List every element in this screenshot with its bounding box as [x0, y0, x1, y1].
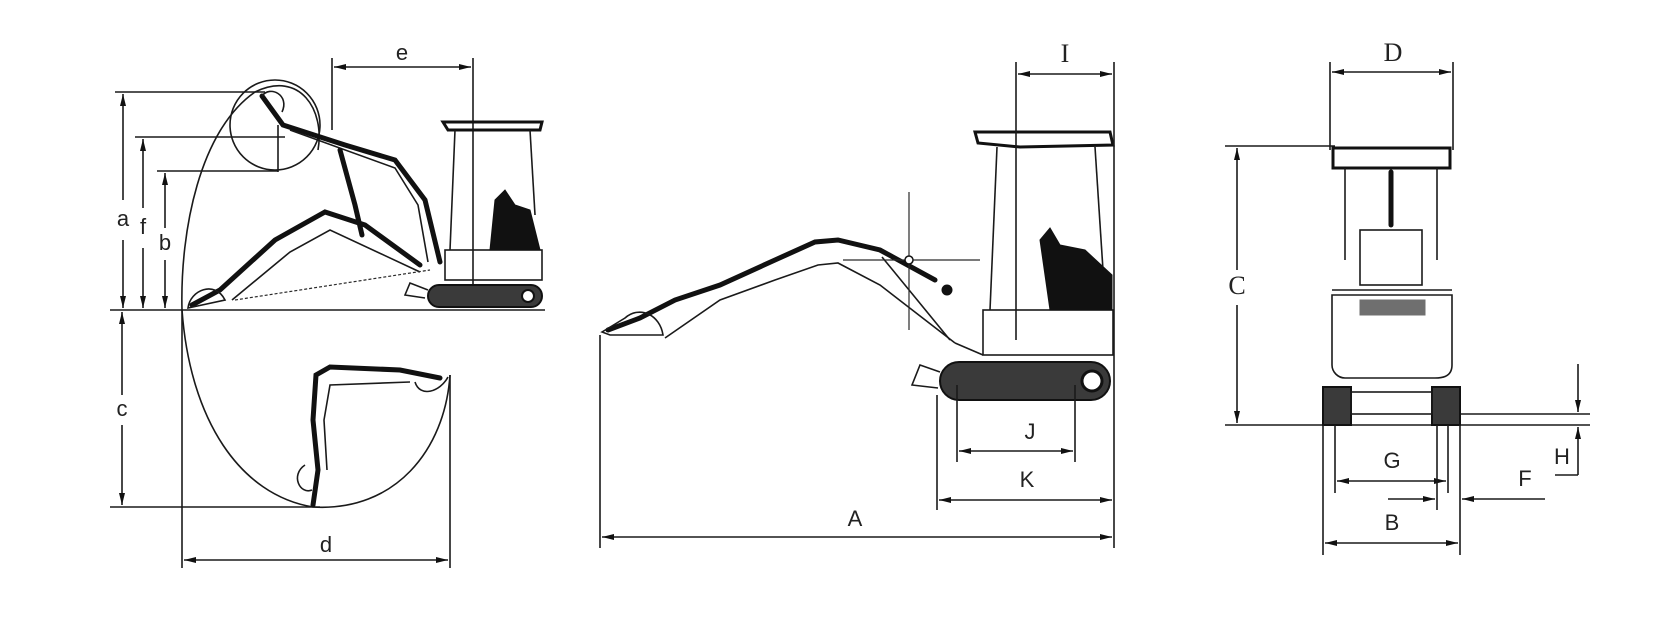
lowered-boom-inner	[231, 229, 421, 301]
front-track-left	[1322, 386, 1352, 426]
label-K: K	[1020, 467, 1035, 492]
idler-wheel	[521, 289, 535, 303]
track	[427, 284, 543, 308]
reach-circle	[229, 79, 321, 171]
front-body	[1331, 294, 1453, 379]
side-idler-wheel	[1080, 369, 1104, 393]
label-d: d	[320, 532, 332, 557]
label-J: J	[1025, 419, 1036, 444]
front-undercarriage	[1350, 391, 1433, 415]
bucket-trace-dashed	[234, 269, 431, 301]
front-window	[1359, 229, 1423, 286]
side-canopy-roof	[973, 130, 1115, 149]
cylinder-end	[941, 284, 953, 296]
raised-bucket	[261, 90, 285, 113]
label-f: f	[140, 214, 147, 239]
label-a: a	[117, 206, 130, 231]
lowered-bucket	[187, 288, 227, 310]
label-b: b	[159, 230, 171, 255]
dig-arm-outline	[310, 364, 443, 508]
lowered-boom-outline	[189, 209, 423, 308]
label-C: C	[1228, 271, 1245, 300]
side-bucket	[600, 311, 664, 336]
canopy-roof	[440, 120, 544, 132]
raised-boom-inner	[289, 129, 429, 263]
side-dozer-blade	[910, 363, 941, 389]
boom-base	[954, 342, 984, 356]
seat-engine	[489, 189, 541, 251]
side-canopy-post-rear	[1094, 146, 1104, 271]
raised-boom-outline	[259, 93, 443, 265]
side-upper-body	[982, 309, 1114, 356]
label-D: D	[1384, 38, 1403, 67]
working-range-view: a f b c d e	[110, 40, 545, 568]
side-boom-cylinder	[881, 256, 951, 341]
canopy-post-rear	[529, 129, 536, 216]
dozer-blade	[403, 281, 429, 299]
side-boom-outline	[605, 237, 938, 333]
side-boom-inner	[664, 262, 956, 344]
side-canopy-post-front	[989, 146, 998, 311]
crosshair-center	[904, 255, 914, 265]
front-view: D C G F B	[1225, 38, 1590, 555]
label-c: c	[117, 396, 128, 421]
label-G: G	[1383, 448, 1400, 473]
label-H: H	[1554, 444, 1570, 469]
front-track-right	[1431, 386, 1461, 426]
label-F: F	[1518, 466, 1531, 491]
dig-arm-inner	[323, 381, 411, 471]
front-canopy-roof	[1331, 146, 1452, 170]
label-A: A	[848, 506, 863, 531]
label-B: B	[1385, 510, 1400, 535]
canopy-post-front	[449, 129, 456, 251]
dig-bucket	[296, 464, 313, 492]
side-transport-view: I J K A	[599, 39, 1115, 548]
label-e: e	[396, 40, 408, 65]
upper-body	[444, 249, 543, 281]
dig-bucket-top	[414, 376, 449, 393]
label-I: I	[1061, 39, 1070, 68]
side-seat-engine	[1039, 227, 1113, 311]
side-track	[939, 361, 1111, 401]
front-grill	[1359, 299, 1426, 316]
